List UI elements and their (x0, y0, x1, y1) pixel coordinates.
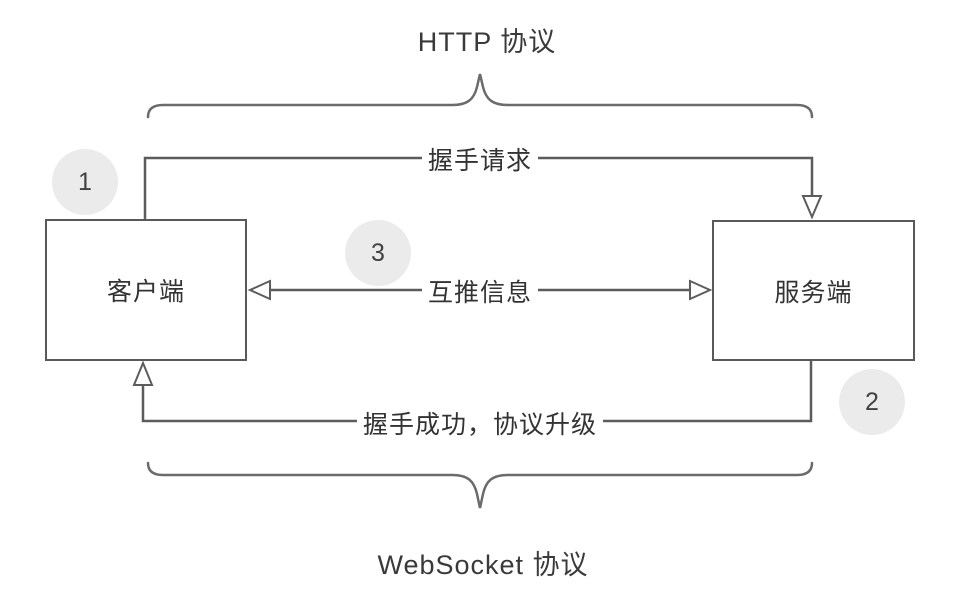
arrowhead-down-icon (801, 195, 823, 220)
handshake-success-label: 握手成功，协议升级 (356, 405, 604, 441)
server-node: 服务端 (712, 220, 915, 361)
http-scope-brace (146, 73, 814, 119)
arrowhead-right-icon (689, 279, 713, 301)
step-1-number: 1 (78, 167, 92, 196)
websocket-scope-brace (146, 461, 814, 509)
step-2-badge: 2 (839, 369, 905, 435)
push-messages-label: 互推信息 (421, 273, 539, 309)
step-1-badge: 1 (52, 149, 118, 215)
client-node-label: 客户端 (106, 278, 185, 306)
step-3-number: 3 (371, 238, 385, 267)
websocket-protocol-title: WebSocket 协议 (377, 550, 589, 580)
server-node-label: 服务端 (774, 278, 853, 307)
client-node: 客户端 (45, 219, 247, 361)
handshake-request-label: 握手请求 (421, 141, 539, 177)
step-2-number: 2 (865, 387, 879, 416)
http-protocol-title: HTTP 协议 (417, 27, 557, 57)
arrowhead-up-icon (132, 360, 154, 386)
step-3-badge: 3 (345, 220, 411, 286)
arrowhead-left-icon (247, 279, 271, 301)
